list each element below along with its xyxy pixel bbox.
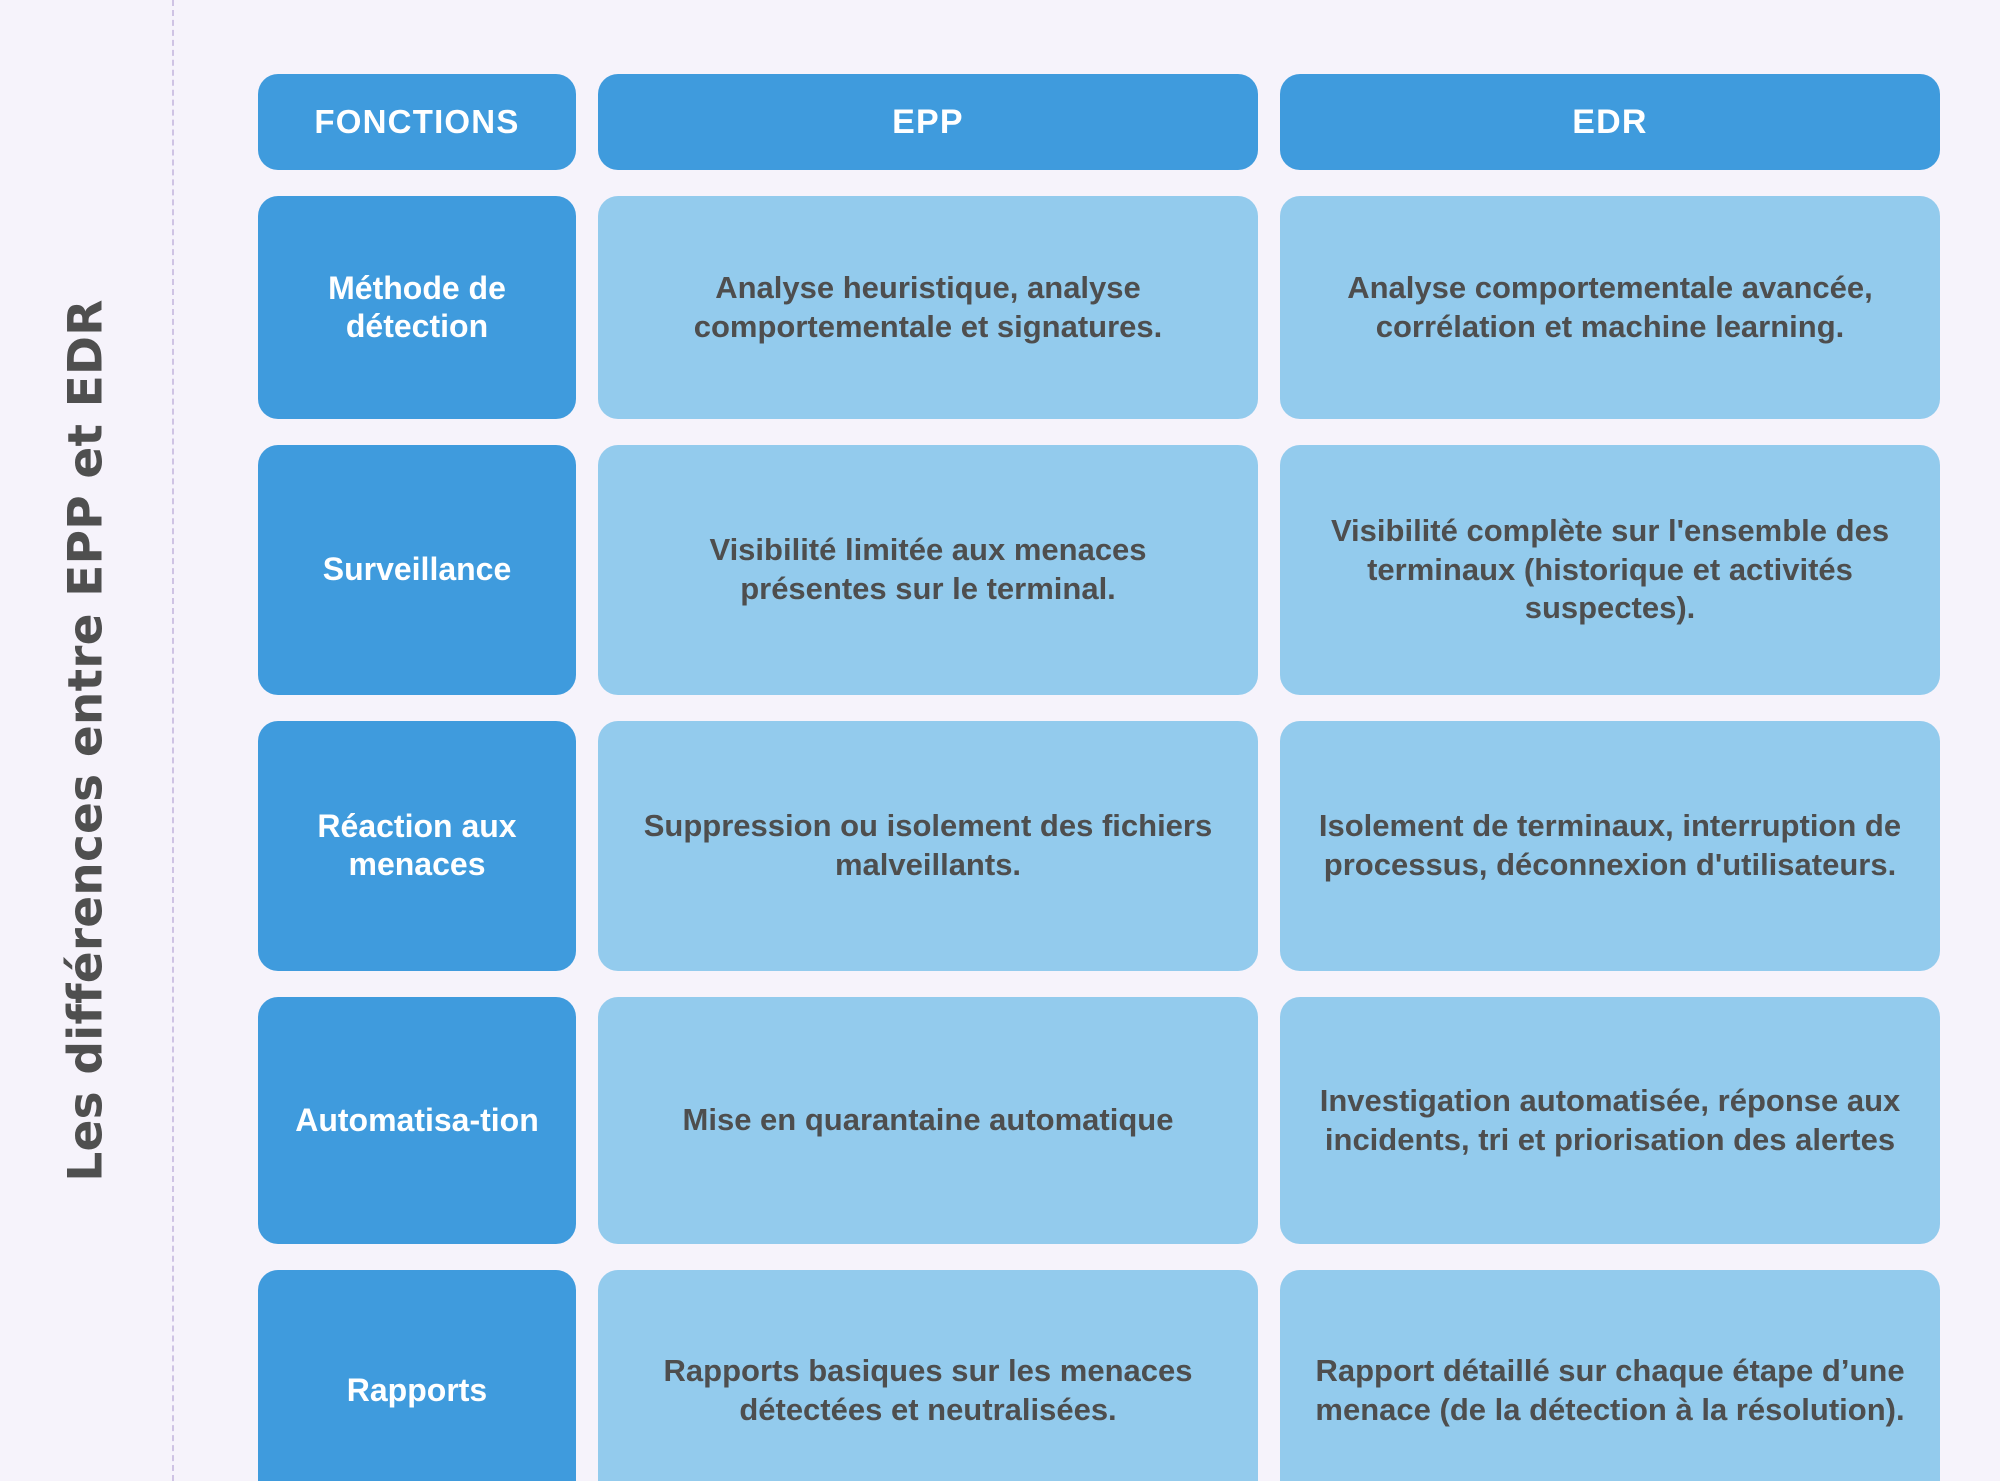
- header-edr: EDR: [1280, 74, 1940, 170]
- cell-epp-rapports: Rapports basiques sur les menaces détect…: [598, 1270, 1258, 1481]
- table-row: Rapports Rapports basiques sur les menac…: [258, 1270, 1940, 1481]
- table-row: Automatisa-tion Mise en quarantaine auto…: [258, 997, 1940, 1244]
- row-label-reaction-aux-menaces: Réaction aux menaces: [258, 721, 576, 971]
- header-functions: FONCTIONS: [258, 74, 576, 170]
- table-row: Surveillance Visibilité limitée aux mena…: [258, 445, 1940, 695]
- side-title-container: Les différences entre EPP et EDR: [0, 0, 172, 1481]
- cell-edr-reaction-aux-menaces: Isolement de terminaux, interruption de …: [1280, 721, 1940, 971]
- cell-epp-methode-de-detection: Analyse heuristique, analyse comportemen…: [598, 196, 1258, 419]
- cell-epp-surveillance: Visibilité limitée aux menaces présentes…: [598, 445, 1258, 695]
- cell-epp-reaction-aux-menaces: Suppression ou isolement des fichiers ma…: [598, 721, 1258, 971]
- cell-edr-methode-de-detection: Analyse comportementale avancée, corréla…: [1280, 196, 1940, 419]
- cell-edr-automatisation: Investigation automatisée, réponse aux i…: [1280, 997, 1940, 1244]
- cell-epp-automatisation: Mise en quarantaine automatique: [598, 997, 1258, 1244]
- cell-edr-surveillance: Visibilité complète sur l'ensemble des t…: [1280, 445, 1940, 695]
- cell-edr-rapports: Rapport détaillé sur chaque étape d’une …: [1280, 1270, 1940, 1481]
- table-header-row: FONCTIONS EPP EDR: [258, 74, 1940, 170]
- header-epp: EPP: [598, 74, 1258, 170]
- table-row: Méthode de détection Analyse heuristique…: [258, 196, 1940, 419]
- row-label-methode-de-detection: Méthode de détection: [258, 196, 576, 419]
- dashed-guide-line: [172, 0, 174, 1481]
- row-label-surveillance: Surveillance: [258, 445, 576, 695]
- row-label-rapports: Rapports: [258, 1270, 576, 1481]
- page-title: Les différences entre EPP et EDR: [58, 299, 114, 1182]
- row-label-automatisation: Automatisa-tion: [258, 997, 576, 1244]
- comparison-table: FONCTIONS EPP EDR Méthode de détection A…: [258, 74, 1940, 1481]
- table-row: Réaction aux menaces Suppression ou isol…: [258, 721, 1940, 971]
